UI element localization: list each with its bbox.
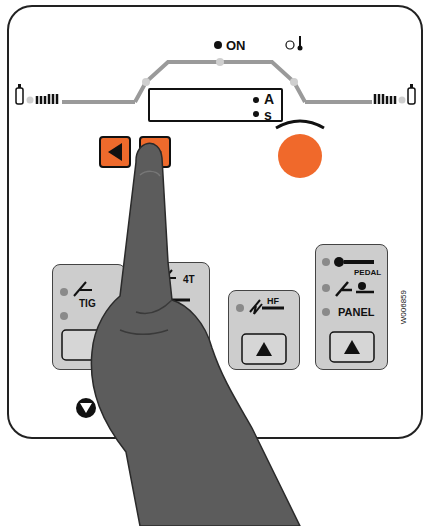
gas-bottle-symbol xyxy=(18,84,21,88)
button-group: HF xyxy=(228,290,300,370)
arrow-symbol xyxy=(108,143,122,161)
gas-bottle-symbol xyxy=(408,88,415,104)
knob-arc xyxy=(276,121,324,128)
unit-label: s xyxy=(264,108,272,122)
button-group: PEDAL PANEL xyxy=(315,244,388,370)
panel-outline xyxy=(8,6,422,438)
mode-label: TIG xyxy=(79,299,96,309)
mode-label: PANEL xyxy=(338,307,374,318)
overheat-led xyxy=(286,41,294,49)
pre-flow-bars xyxy=(37,94,57,104)
thermometer-symbol xyxy=(298,46,303,51)
power-led xyxy=(214,41,222,49)
thermometer-symbol xyxy=(299,36,301,46)
logo-symbol xyxy=(76,398,96,418)
gas-bottle-symbol xyxy=(410,84,413,88)
process-bracket xyxy=(62,100,135,104)
post-flow-bars xyxy=(375,94,395,104)
pre-flow-led xyxy=(27,97,34,104)
process-bracket xyxy=(305,100,372,104)
button-group: 4T xyxy=(148,262,210,370)
mode-label: HF xyxy=(267,297,279,306)
display-window: As xyxy=(148,88,283,122)
setting-knob xyxy=(278,134,322,178)
mode-label: 4T xyxy=(183,275,195,285)
status-led xyxy=(290,78,298,86)
logo-symbol xyxy=(80,403,92,413)
button-group: TIG xyxy=(52,264,126,370)
status-led xyxy=(142,78,150,86)
fingernail xyxy=(140,171,160,176)
post-flow-led xyxy=(399,97,406,104)
figure-number: W006859 xyxy=(400,290,408,324)
arrow-symbol xyxy=(148,143,162,161)
unit-label: A xyxy=(264,92,274,106)
status-led xyxy=(216,58,224,66)
right-arrow-button xyxy=(140,137,170,167)
gas-bottle-symbol xyxy=(16,88,23,104)
status-label: ON xyxy=(226,39,246,52)
left-arrow-button xyxy=(100,137,130,167)
mode-label: PEDAL xyxy=(354,269,381,277)
